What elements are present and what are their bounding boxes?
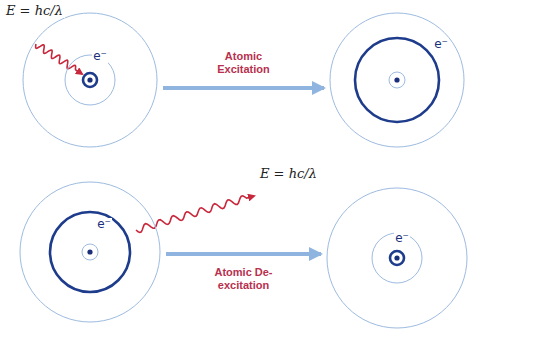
electron-label: e⁻	[96, 218, 112, 231]
electron-label: e⁻	[92, 50, 108, 63]
transition-label: Atomic Excitation	[199, 50, 289, 76]
photon-energy: E = hc/λ	[258, 166, 319, 181]
transition-arrow	[163, 86, 324, 90]
transition-label: Atomic De-excitation	[199, 266, 289, 292]
atom-orbits	[328, 11, 466, 149]
electron-label: e⁻	[433, 38, 449, 51]
photon-wave	[36, 44, 82, 74]
atom-model: e⁻	[325, 186, 469, 330]
atom-model: e⁻	[18, 180, 162, 324]
atom-orbits	[325, 186, 469, 330]
atom-orbits	[21, 11, 159, 149]
photon-energy: E = hc/λ	[4, 3, 65, 18]
photon-wave	[136, 196, 254, 233]
atom-model: e⁻	[21, 11, 159, 149]
atom-model: e⁻	[328, 11, 466, 149]
electron-label: e⁻	[394, 232, 410, 245]
transition-arrow	[166, 252, 321, 256]
atom-orbits	[18, 180, 162, 324]
